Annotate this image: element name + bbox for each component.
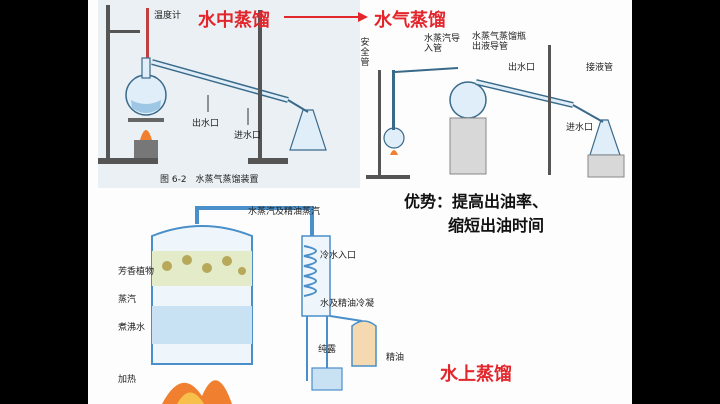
- arrow-right-icon: [284, 12, 368, 22]
- label-water-out-1: 出水口: [192, 119, 220, 129]
- label-cold-in: 冷水入口: [320, 251, 357, 261]
- label-thermometer: 温度计: [154, 11, 182, 21]
- label-receiver: 接液管: [586, 63, 614, 73]
- label-steam-out: 水蒸气蒸馏瓶出液导管: [472, 32, 527, 52]
- advantage-line-2: 缩短出油时间: [448, 216, 545, 235]
- slide: 温度计 出水口 进水口 图 6-2 水蒸气蒸馏装置 水中蒸馏 水气蒸馏: [88, 0, 632, 404]
- label-heat: 加热: [118, 375, 137, 385]
- label-water-out-2: 出水口: [508, 63, 536, 73]
- label-water-in-2: 进水口: [566, 123, 594, 133]
- figure1-caption: 图 6-2 水蒸气蒸馏装置: [160, 175, 259, 185]
- label-condense: 水及精油冷凝: [320, 299, 375, 309]
- label-steam-vapor: 水蒸汽及精油蒸汽: [248, 207, 321, 217]
- figure2-drawing: [366, 45, 625, 179]
- title-water-distillation: 水中蒸馏: [198, 10, 270, 31]
- label-steam-tube: 水蒸汽导入管: [424, 34, 461, 54]
- advantage-line-1: 优势：提高出油率、: [404, 192, 549, 211]
- label-boiling: 煮沸水: [118, 323, 146, 333]
- label-water-in-1: 进水口: [234, 131, 262, 141]
- label-steam: 蒸汽: [118, 295, 137, 305]
- label-plants: 芳香植物: [118, 267, 155, 277]
- label-oil: 精油: [386, 353, 405, 363]
- label-safety-tube: 安全管: [360, 38, 370, 68]
- label-hydrosol: 纯露: [318, 345, 337, 355]
- title-steam-distillation: 水气蒸馏: [374, 10, 446, 31]
- title-water-steam-distillation: 水上蒸馏: [440, 364, 512, 385]
- figure1-drawing: [98, 5, 327, 164]
- figure3-drawing: [151, 206, 377, 404]
